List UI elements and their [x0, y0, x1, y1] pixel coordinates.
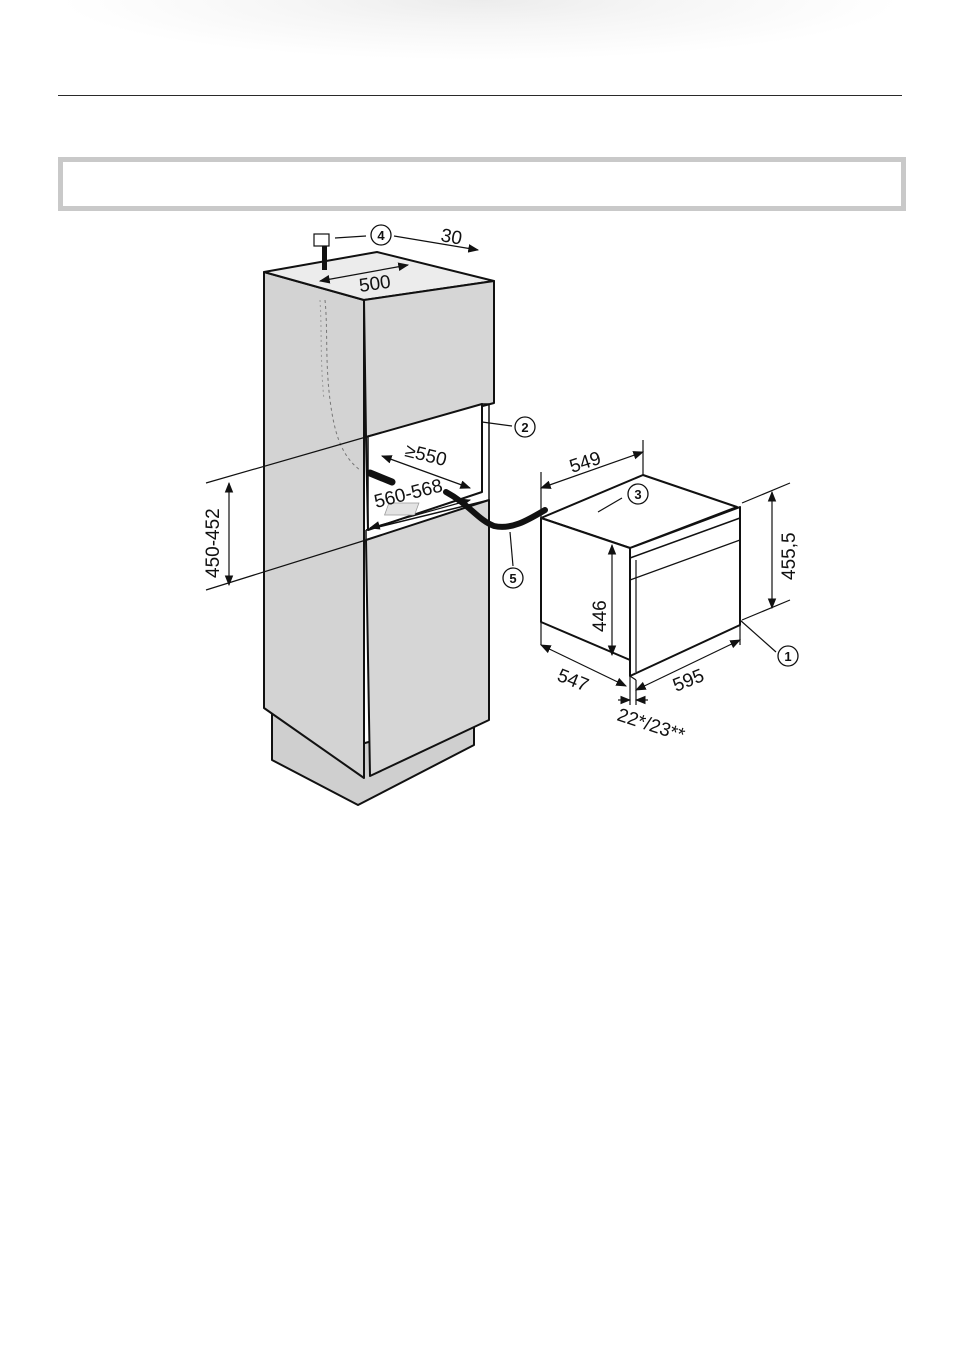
dim-appliance-height-body: 446 — [590, 600, 611, 632]
callout-5: 5 — [502, 567, 524, 589]
dim-appliance-body-depth: 547 — [554, 665, 591, 696]
callout-3: 3 — [627, 483, 649, 505]
dim-top-depth: 30 — [439, 225, 463, 249]
cabinet-side-panel — [263, 271, 365, 779]
power-socket — [313, 233, 330, 270]
dim-appliance-depth: 549 — [567, 448, 604, 478]
dim-front-thickness: 22*/23** — [614, 705, 687, 747]
callout-4: 4 — [370, 224, 392, 246]
page-header-fade — [0, 0, 960, 70]
svg-text:2: 2 — [521, 420, 528, 435]
header-rule — [58, 95, 902, 96]
dim-top-width: 500 — [358, 272, 392, 297]
dim-niche-height: 450-452 — [203, 508, 224, 578]
dimension-lines — [205, 235, 791, 705]
svg-text:5: 5 — [509, 571, 516, 586]
svg-text:1: 1 — [784, 649, 791, 664]
cabinet-upper-door — [363, 280, 495, 438]
svg-text:4: 4 — [377, 228, 385, 243]
callout-2: 2 — [514, 416, 536, 438]
dim-appliance-width: 595 — [670, 665, 707, 696]
appliance — [540, 474, 741, 677]
svg-text:3: 3 — [634, 487, 641, 502]
callout-1: 1 — [777, 645, 799, 667]
title-box — [58, 157, 906, 211]
dim-appliance-height-total: 455,5 — [779, 532, 800, 580]
tall-cabinet — [263, 251, 495, 806]
